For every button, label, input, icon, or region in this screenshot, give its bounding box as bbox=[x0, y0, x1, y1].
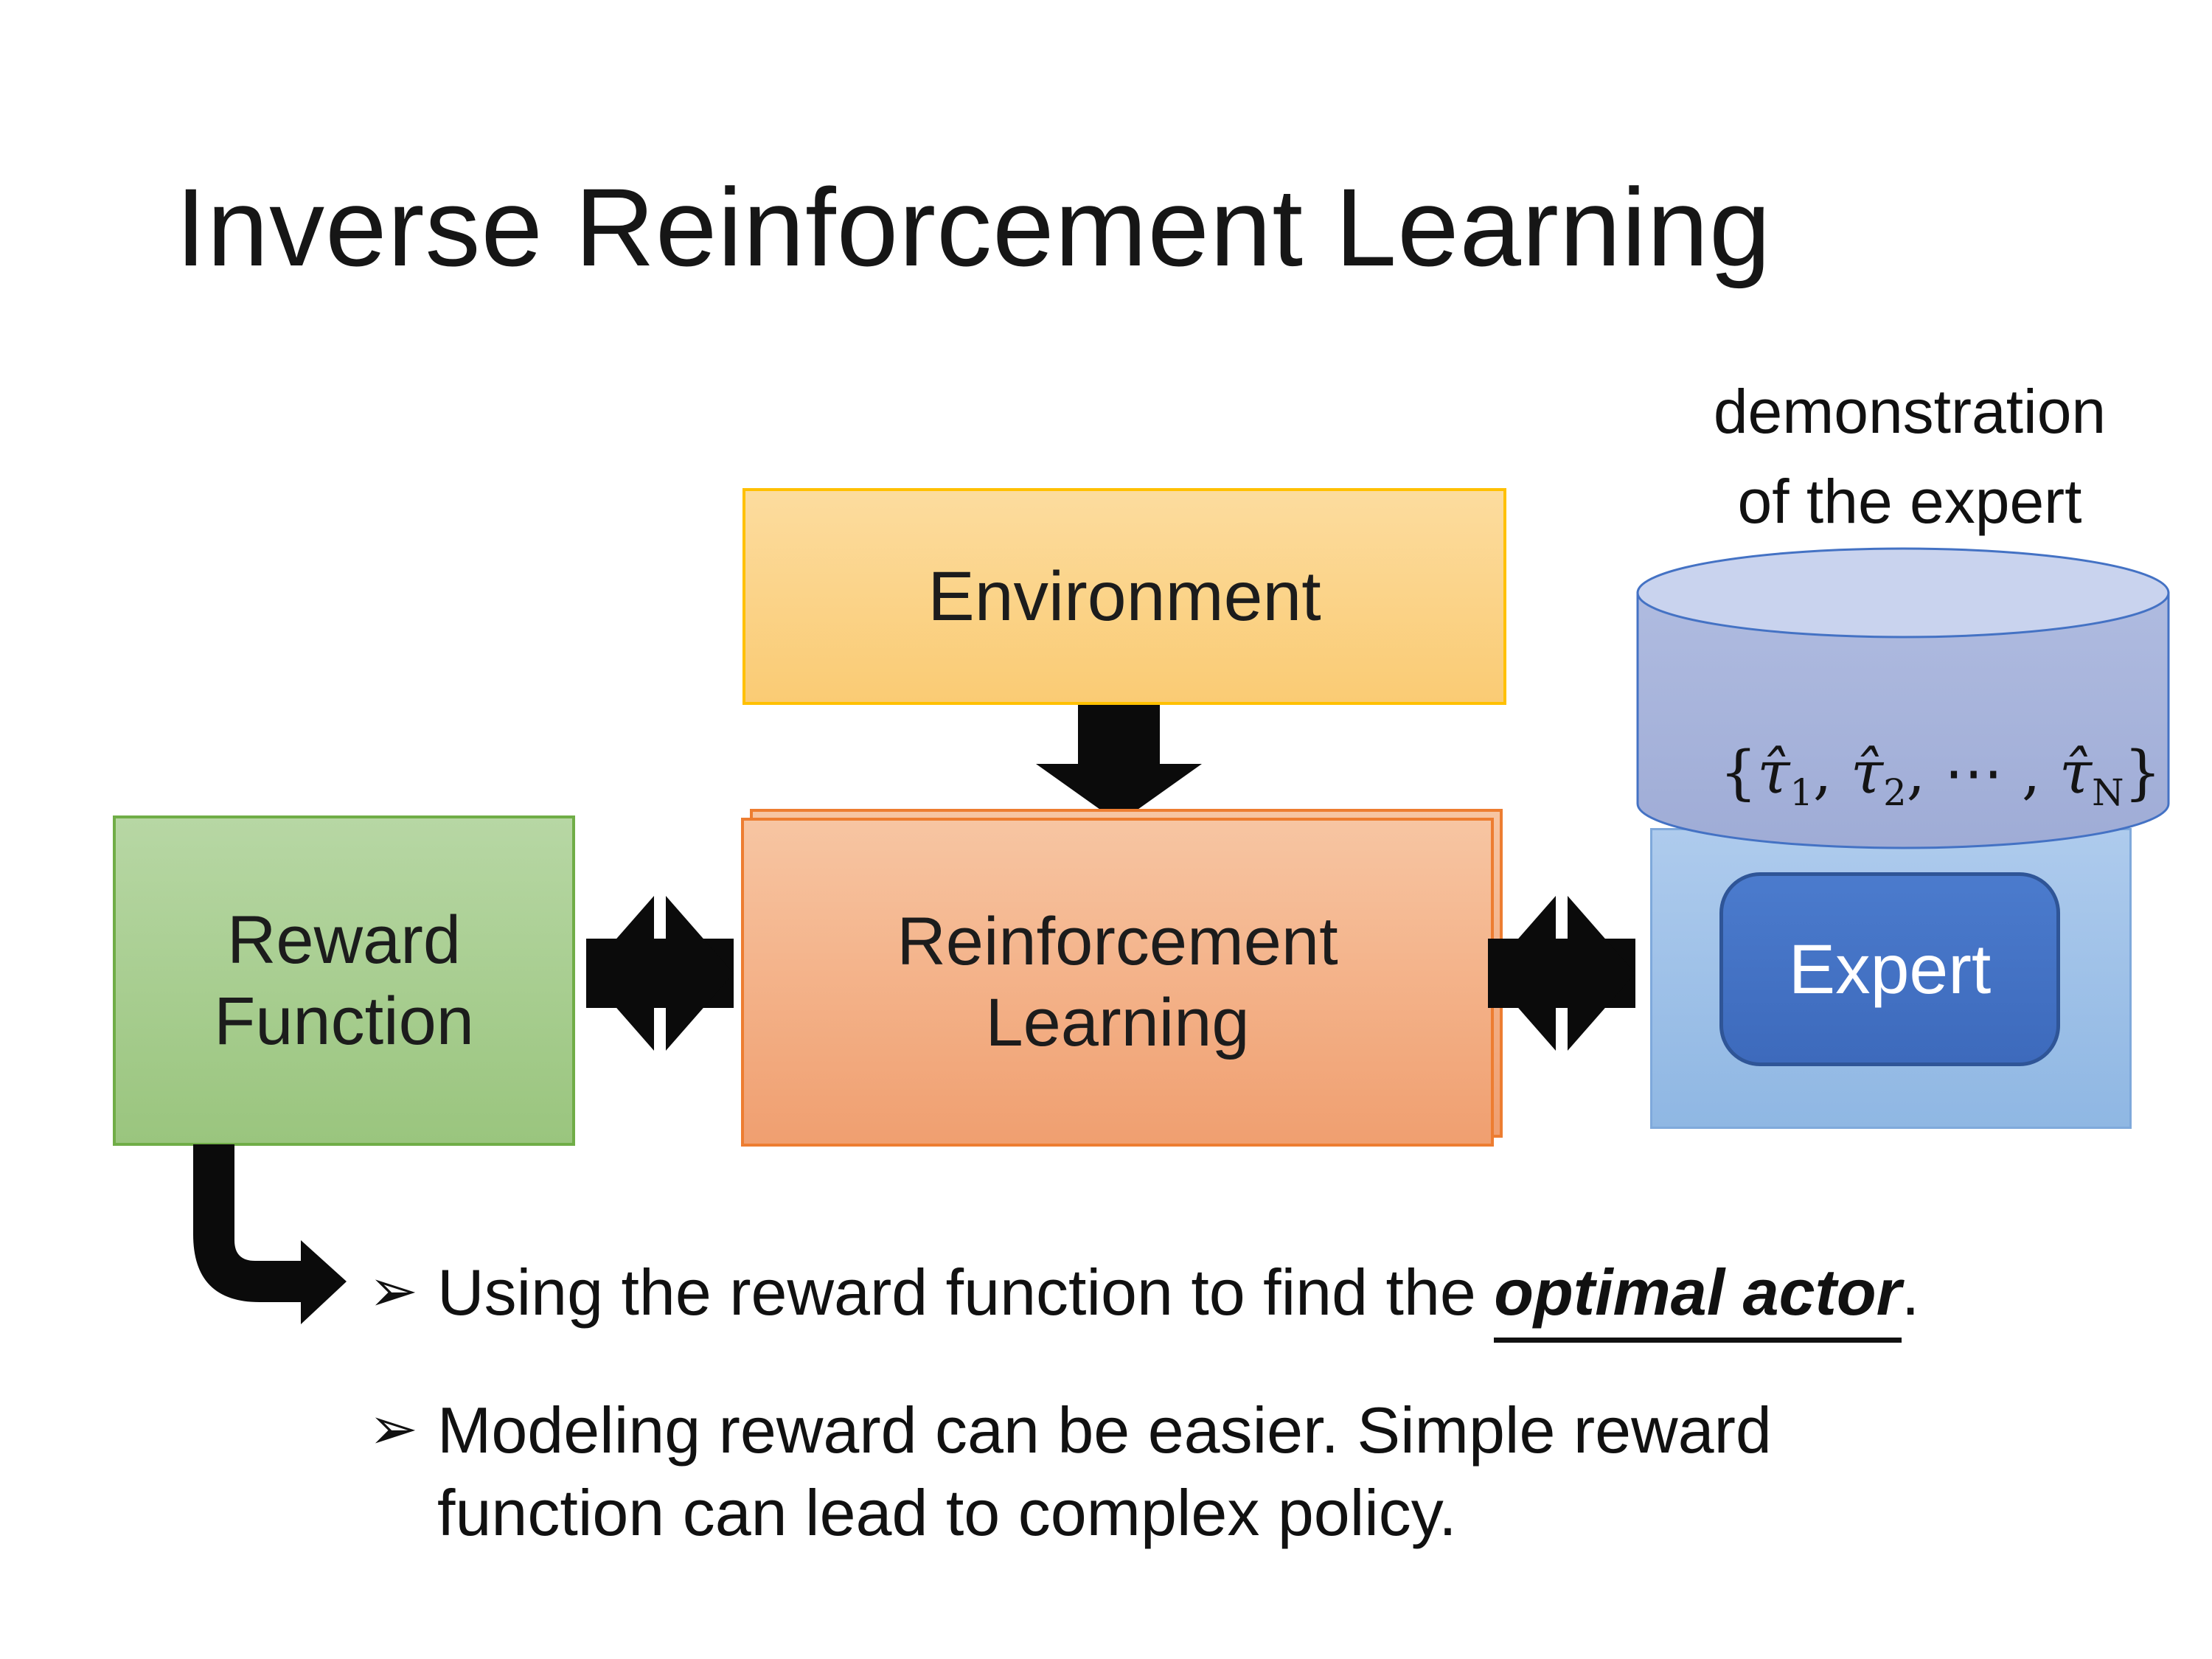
double-arrow-left-icon bbox=[586, 896, 734, 1051]
bullet-item-2: ➢ Modeling reward can be easier. Simple … bbox=[369, 1389, 2065, 1554]
bullet-2-line-1: Modeling reward can be easier. Simple re… bbox=[437, 1394, 1772, 1467]
bullet-1-emphasis: optimal actor bbox=[1494, 1256, 1902, 1343]
double-arrow-right-icon bbox=[1488, 896, 1635, 1051]
rl-label-line-1: Reinforcement bbox=[897, 903, 1338, 979]
environment-label: Environment bbox=[928, 557, 1321, 636]
annotation-line-2: of the expert bbox=[1737, 466, 2082, 536]
bullet-1-suffix: . bbox=[1901, 1256, 1920, 1329]
formula-sub-1: 1 bbox=[1790, 771, 1814, 814]
formula-tau-1: τ̂ bbox=[1757, 738, 1790, 807]
demonstration-annotation: demonstration of the expert bbox=[1644, 367, 2175, 547]
environment-box: Environment bbox=[742, 488, 1506, 705]
formula-close-brace: } bbox=[2124, 738, 2162, 807]
page-title: Inverse Reinforcement Learning bbox=[175, 165, 1772, 289]
expert-label: Expert bbox=[1788, 930, 1992, 1009]
reward-label-line-1: Reward bbox=[226, 902, 461, 978]
formula-sub-2: 2 bbox=[1883, 771, 1907, 814]
bullet-2-text: Modeling reward can be easier. Simple re… bbox=[437, 1389, 1772, 1554]
annotation-line-1: demonstration bbox=[1713, 377, 2107, 446]
demonstration-set-formula: {τ̂1, τ̂2, ⋯ , τ̂N} bbox=[1643, 669, 2163, 875]
reward-function-box: Reward Function bbox=[113, 815, 575, 1146]
bullet-arrowhead-icon: ➢ bbox=[369, 1256, 419, 1325]
down-arrow-icon bbox=[1036, 705, 1202, 823]
elbow-arrow-icon bbox=[193, 1144, 347, 1324]
bullet-item-1: ➢ Using the reward function to find the … bbox=[369, 1251, 2153, 1343]
database-cylinder-icon bbox=[1636, 547, 2170, 849]
formula-sep-1: , bbox=[1813, 738, 1851, 807]
formula-tau-n: τ̂ bbox=[2059, 738, 2093, 807]
formula-sep-2: , ⋯ , bbox=[1906, 738, 2059, 807]
reward-label-line-2: Function bbox=[214, 984, 474, 1059]
bullet-1-prefix: Using the reward function to find the bbox=[437, 1256, 1495, 1329]
formula-tau-2: τ̂ bbox=[1850, 738, 1884, 807]
formula-sub-n: N bbox=[2092, 771, 2124, 814]
bullet-2-line-2: function can lead to complex policy. bbox=[437, 1475, 1457, 1549]
rl-label-line-2: Learning bbox=[985, 985, 1250, 1060]
bullet-arrowhead-icon: ➢ bbox=[369, 1394, 419, 1463]
expert-box: Expert bbox=[1719, 872, 2060, 1066]
formula-open-brace: { bbox=[1719, 738, 1758, 807]
bullet-1-text: Using the reward function to find the op… bbox=[437, 1251, 1920, 1343]
reinforcement-learning-box: Reinforcement Learning bbox=[741, 818, 1494, 1147]
